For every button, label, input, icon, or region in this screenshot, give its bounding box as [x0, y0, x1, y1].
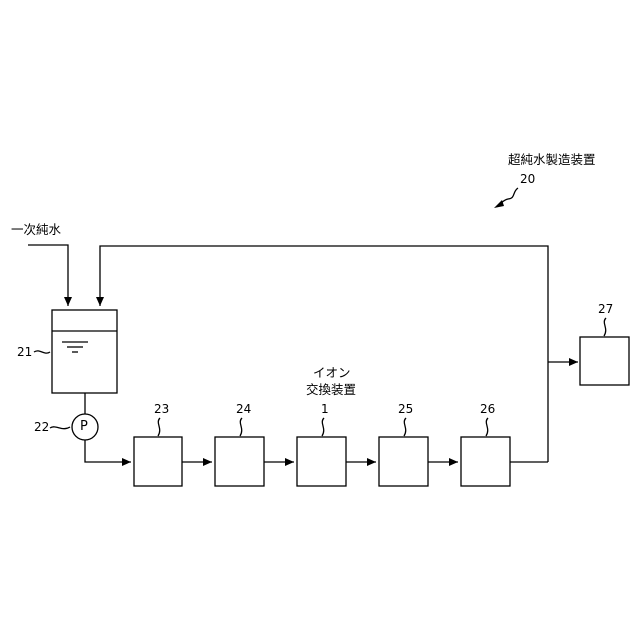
- leader-21: [34, 351, 50, 353]
- pump-to-unit-23-line: [85, 440, 131, 462]
- ion-exchange-ref-label: 1: [321, 402, 329, 416]
- outlet-27-ref-label: 27: [598, 302, 613, 316]
- unit-25-box: [379, 437, 428, 486]
- unit-26-ref-label: 26: [480, 402, 495, 416]
- leader-26: [486, 418, 488, 436]
- ion-exchange-name-line1: イオン: [313, 366, 351, 380]
- unit-26-box: [461, 437, 510, 486]
- pump-symbol: P: [80, 420, 88, 434]
- leader-25: [404, 418, 406, 436]
- leader-22: [50, 427, 70, 429]
- leader-27: [604, 318, 606, 336]
- system-title: 超純水製造装置: [508, 153, 596, 167]
- unit-24-box: [215, 437, 264, 486]
- unit-24-ref-label: 24: [236, 402, 251, 416]
- tank-box: [52, 310, 117, 393]
- system-ref-label: 20: [520, 172, 535, 186]
- primary-water-inlet-line: [28, 245, 68, 306]
- tank-ref-label: 21: [17, 345, 32, 359]
- leader-24: [240, 418, 242, 436]
- pump-ref-label: 22: [34, 420, 49, 434]
- unit-23-box: [134, 437, 182, 486]
- unit-23-ref-label: 23: [154, 402, 169, 416]
- primary-water-label: 一次純水: [11, 223, 61, 237]
- leader-23: [158, 418, 160, 436]
- unit-25-ref-label: 25: [398, 402, 413, 416]
- ion-exchange-unit-box: [297, 437, 346, 486]
- ion-exchange-name-line2: 交換装置: [306, 383, 356, 397]
- leader-1: [322, 418, 324, 436]
- outlet-27-box: [580, 337, 629, 385]
